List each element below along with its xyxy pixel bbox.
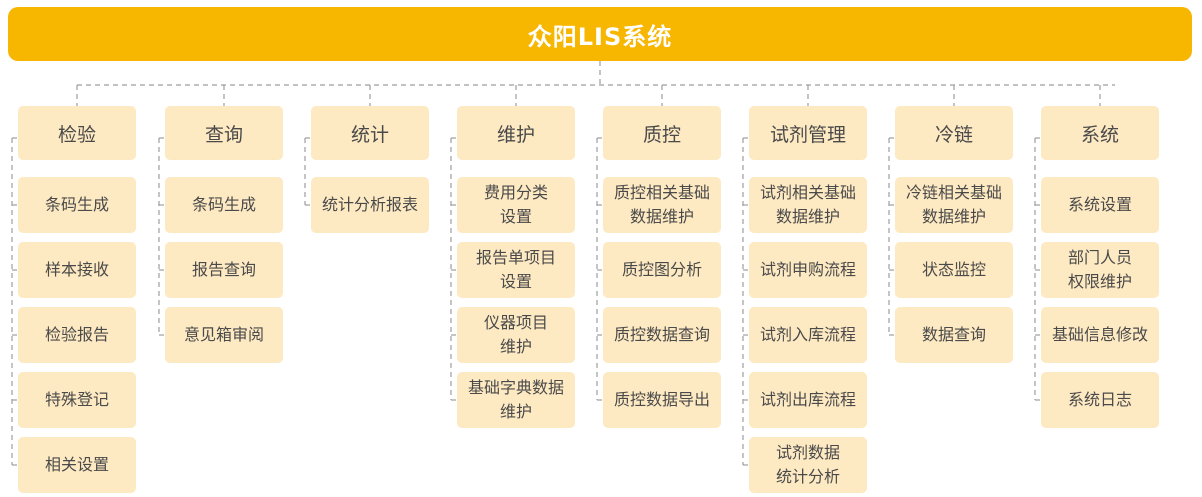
module-item[interactable]: 试剂相关基础 数据维护: [749, 177, 867, 233]
module-item[interactable]: 条码生成: [18, 177, 136, 233]
system-title-label: 众阳LIS系统: [527, 22, 673, 51]
module-item[interactable]: 样本接收: [18, 242, 136, 298]
module-header[interactable]: 维护: [457, 106, 575, 160]
module-item[interactable]: 系统设置: [1041, 177, 1159, 233]
module-item[interactable]: 试剂出库流程: [749, 372, 867, 428]
module-item[interactable]: 数据查询: [895, 307, 1013, 363]
module-item[interactable]: 状态监控: [895, 242, 1013, 298]
system-title: 众阳LIS系统: [8, 7, 1192, 61]
module-item[interactable]: 报告查询: [165, 242, 283, 298]
module-header[interactable]: 查询: [165, 106, 283, 160]
module-item[interactable]: 费用分类 设置: [457, 177, 575, 233]
module-header[interactable]: 系统: [1041, 106, 1159, 160]
module-item[interactable]: 统计分析报表: [311, 177, 429, 233]
module-header[interactable]: 检验: [18, 106, 136, 160]
module-header[interactable]: 统计: [311, 106, 429, 160]
module-item[interactable]: 试剂入库流程: [749, 307, 867, 363]
module-header[interactable]: 试剂管理: [749, 106, 867, 160]
module-header[interactable]: 质控: [603, 106, 721, 160]
module-item[interactable]: 仪器项目 维护: [457, 307, 575, 363]
module-item[interactable]: 试剂申购流程: [749, 242, 867, 298]
module-item[interactable]: 质控相关基础 数据维护: [603, 177, 721, 233]
module-item[interactable]: 报告单项目 设置: [457, 242, 575, 298]
module-item[interactable]: 试剂数据 统计分析: [749, 437, 867, 493]
module-item[interactable]: 基础字典数据 维护: [457, 372, 575, 428]
module-item[interactable]: 质控图分析: [603, 242, 721, 298]
module-item[interactable]: 相关设置: [18, 437, 136, 493]
module-item[interactable]: 质控数据查询: [603, 307, 721, 363]
module-item[interactable]: 冷链相关基础 数据维护: [895, 177, 1013, 233]
module-item[interactable]: 部门人员 权限维护: [1041, 242, 1159, 298]
module-item[interactable]: 质控数据导出: [603, 372, 721, 428]
module-item[interactable]: 意见箱审阅: [165, 307, 283, 363]
module-item[interactable]: 系统日志: [1041, 372, 1159, 428]
module-item[interactable]: 检验报告: [18, 307, 136, 363]
module-header[interactable]: 冷链: [895, 106, 1013, 160]
module-item[interactable]: 基础信息修改: [1041, 307, 1159, 363]
module-item[interactable]: 条码生成: [165, 177, 283, 233]
module-item[interactable]: 特殊登记: [18, 372, 136, 428]
